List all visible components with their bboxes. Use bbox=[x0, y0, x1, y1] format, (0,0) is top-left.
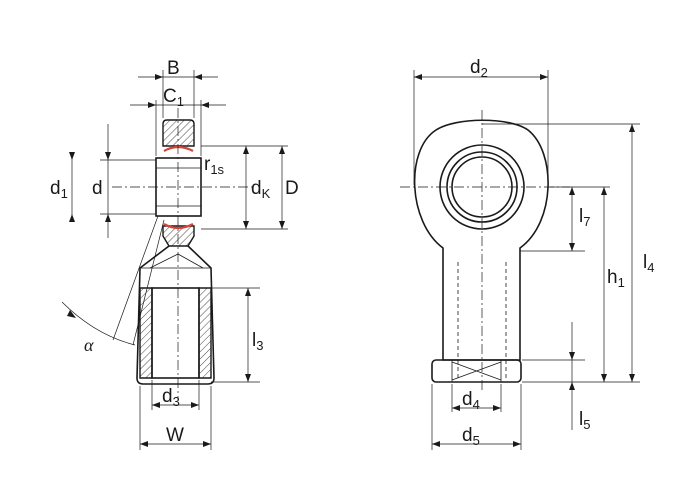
head-top-section bbox=[162, 119, 195, 147]
label-d5: d5 bbox=[462, 425, 480, 448]
label-l4: l4 bbox=[643, 252, 654, 275]
label-B: B bbox=[167, 58, 180, 79]
label-l5: l5 bbox=[579, 409, 590, 432]
eye-body-outline bbox=[413, 119, 549, 361]
label-r1s: r1s bbox=[204, 154, 225, 177]
label-l7: l7 bbox=[579, 206, 590, 229]
label-d: d bbox=[92, 178, 103, 199]
label-alpha: α bbox=[84, 335, 94, 355]
shank-wall-right bbox=[198, 287, 212, 379]
label-d2: d2 bbox=[470, 57, 488, 80]
label-W: W bbox=[166, 425, 184, 446]
sliding-layer-top bbox=[163, 145, 194, 152]
label-h1: h1 bbox=[607, 267, 625, 290]
sliding-layer-bottom bbox=[163, 223, 194, 230]
side-view bbox=[61, 70, 288, 450]
label-d3: d3 bbox=[162, 386, 180, 409]
label-C1: C1 bbox=[163, 86, 184, 109]
label-dK: dK bbox=[251, 178, 271, 201]
label-l3: l3 bbox=[252, 330, 263, 353]
shank-outline bbox=[136, 245, 215, 385]
label-d4: d4 bbox=[462, 389, 480, 412]
threaded-bore bbox=[151, 287, 200, 379]
front-view bbox=[400, 70, 640, 450]
hex-section bbox=[431, 359, 522, 383]
label-d1: d1 bbox=[50, 178, 68, 201]
label-D: D bbox=[285, 178, 299, 199]
dimension-labels: B C1 d1 d r1s dK D α l3 d3 W d2 l7 h1 l4… bbox=[50, 57, 654, 448]
shank-wall-left bbox=[139, 287, 153, 379]
